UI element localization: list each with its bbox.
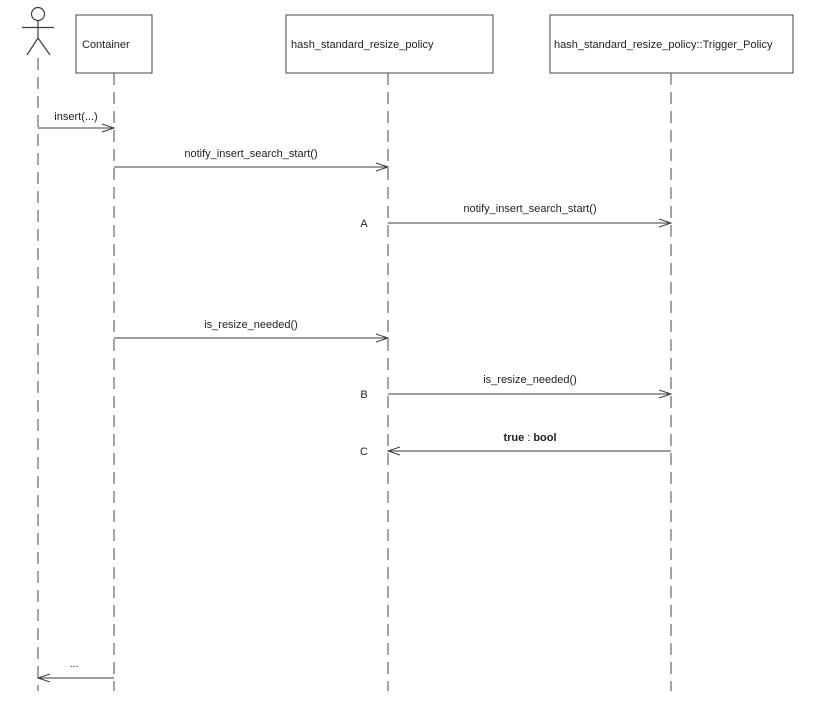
message-resize-2-label: is_resize_needed() xyxy=(483,374,577,386)
arrowhead-left-icon xyxy=(36,673,51,683)
participant-policy-box xyxy=(285,14,494,74)
message-return-bool-label: true:bool xyxy=(503,432,556,444)
actor-head xyxy=(30,6,46,22)
message-resize-1-label: is_resize_needed() xyxy=(204,319,298,331)
return-separator-text: : xyxy=(527,432,530,444)
message-return-final: ... xyxy=(36,658,114,683)
arrowhead-right-icon xyxy=(658,389,673,399)
message-return-bool: C true:bool xyxy=(360,432,671,458)
arrowhead-right-icon xyxy=(101,123,116,133)
arrowhead-right-icon xyxy=(375,162,390,172)
actor-right-leg xyxy=(37,37,51,56)
marker-b-label: B xyxy=(360,389,367,401)
message-resize-1: is_resize_needed() xyxy=(114,319,390,343)
message-return-final-label: ... xyxy=(69,658,78,670)
participant-trigger-policy-label: hash_standard_resize_policy::Trigger_Pol… xyxy=(554,39,773,51)
message-insert-label: insert(...) xyxy=(54,111,97,123)
message-resize-2: B is_resize_needed() xyxy=(360,374,673,401)
arrowhead-left-icon xyxy=(386,446,401,456)
message-notify-1: notify_insert_search_start() xyxy=(114,148,390,172)
message-notify-2-label: notify_insert_search_start() xyxy=(463,203,596,215)
actor-stick-figure-icon xyxy=(22,6,54,56)
message-notify-1-label: notify_insert_search_start() xyxy=(184,148,317,160)
participant-container-box xyxy=(75,14,153,74)
participant-container-label: Container xyxy=(82,39,130,51)
arrowhead-right-icon xyxy=(375,333,390,343)
message-notify-2: A notify_insert_search_start() xyxy=(360,203,673,230)
marker-a-label: A xyxy=(360,218,368,230)
participant-trigger-policy: hash_standard_resize_policy::Trigger_Pol… xyxy=(549,14,794,74)
marker-c-label: C xyxy=(360,446,368,458)
message-insert: insert(...) xyxy=(38,111,116,133)
participant-policy: hash_standard_resize_policy xyxy=(285,14,494,74)
participant-policy-label: hash_standard_resize_policy xyxy=(291,39,434,51)
return-value-text: true xyxy=(503,432,524,444)
participant-container: Container xyxy=(75,14,153,74)
return-type-text: bool xyxy=(533,432,556,444)
actor-left-leg xyxy=(26,37,39,56)
participant-trigger-policy-box xyxy=(549,14,794,74)
arrowhead-right-icon xyxy=(658,218,673,228)
